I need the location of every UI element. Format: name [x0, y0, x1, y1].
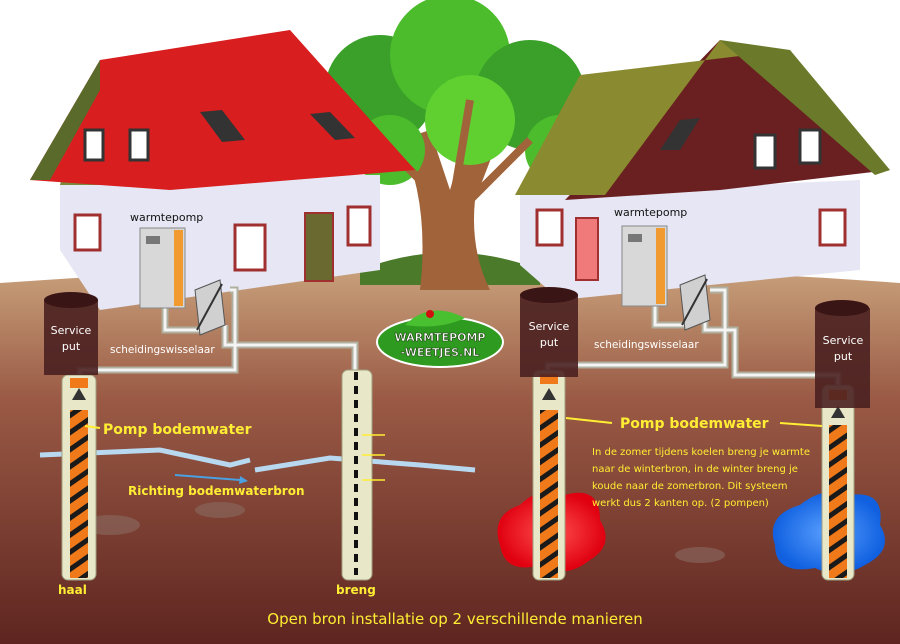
warmtepomp-weetjes-logo: WARMTEPOMP -WEETJES.NL: [376, 310, 504, 368]
right-service-well-a-label: Service: [529, 320, 570, 333]
diagram-title: Open bron installatie op 2 verschillende…: [267, 610, 642, 628]
right-heat-exchanger: [679, 274, 711, 331]
left-heat-pump-label: warmtepomp: [130, 211, 203, 224]
left-service-well-label-2: put: [62, 340, 81, 353]
ground-stone: [675, 547, 725, 563]
flow-direction-label: Richting bodemwaterbron: [128, 484, 305, 498]
left-house: [30, 30, 415, 310]
right-service-well-b-label: Service: [823, 334, 864, 347]
left-heat-pump: [139, 227, 186, 309]
flow-arrow: [174, 474, 241, 481]
logo-text-line2: -WEETJES.NL: [401, 346, 480, 359]
left-exchanger-label: scheidingswisselaar: [110, 344, 215, 356]
left-heat-exchanger: [194, 279, 226, 336]
right-well-warm: [532, 369, 566, 581]
injection-well-label: breng: [336, 583, 376, 597]
right-well-cold: [821, 384, 855, 581]
right-service-well-a-label-2: put: [540, 336, 559, 349]
left-extraction-well: [61, 374, 97, 581]
right-heat-pump: [621, 225, 668, 307]
description-line: werkt dus 2 kanten op. (2 pompen): [592, 498, 769, 509]
right-service-well-b-label-2: put: [834, 350, 853, 363]
description-line: In de zomer tijdens koelen breng je warm…: [592, 447, 810, 458]
right-service-well-a: [520, 287, 578, 377]
ground-stone: [195, 502, 245, 518]
description-line: koude naar de zomerbron. Dit systeem: [592, 481, 787, 492]
right-heat-pump-label: warmtepomp: [614, 206, 687, 219]
left-pump-label: Pomp bodemwater: [103, 422, 252, 438]
aquifer-layer: [39, 447, 251, 468]
right-exchanger-label: scheidingswisselaar: [594, 339, 699, 351]
left-service-well-label: Service: [51, 324, 92, 337]
right-system-description: In de zomer tijdens koelen breng je warm…: [592, 447, 810, 509]
aquifer-layer: [254, 455, 476, 473]
logo-text-line1: WARMTEPOMP: [394, 331, 485, 344]
right-pump-label: Pomp bodemwater: [620, 416, 769, 432]
right-service-well-b: [815, 300, 870, 408]
left-service-well: [44, 292, 98, 375]
left-injection-well: [341, 369, 385, 581]
right-house: [515, 40, 890, 300]
description-line: naar de winterbron, in de winter breng j…: [592, 464, 798, 475]
ground: [0, 266, 900, 644]
extraction-well-label: haal: [58, 583, 87, 597]
